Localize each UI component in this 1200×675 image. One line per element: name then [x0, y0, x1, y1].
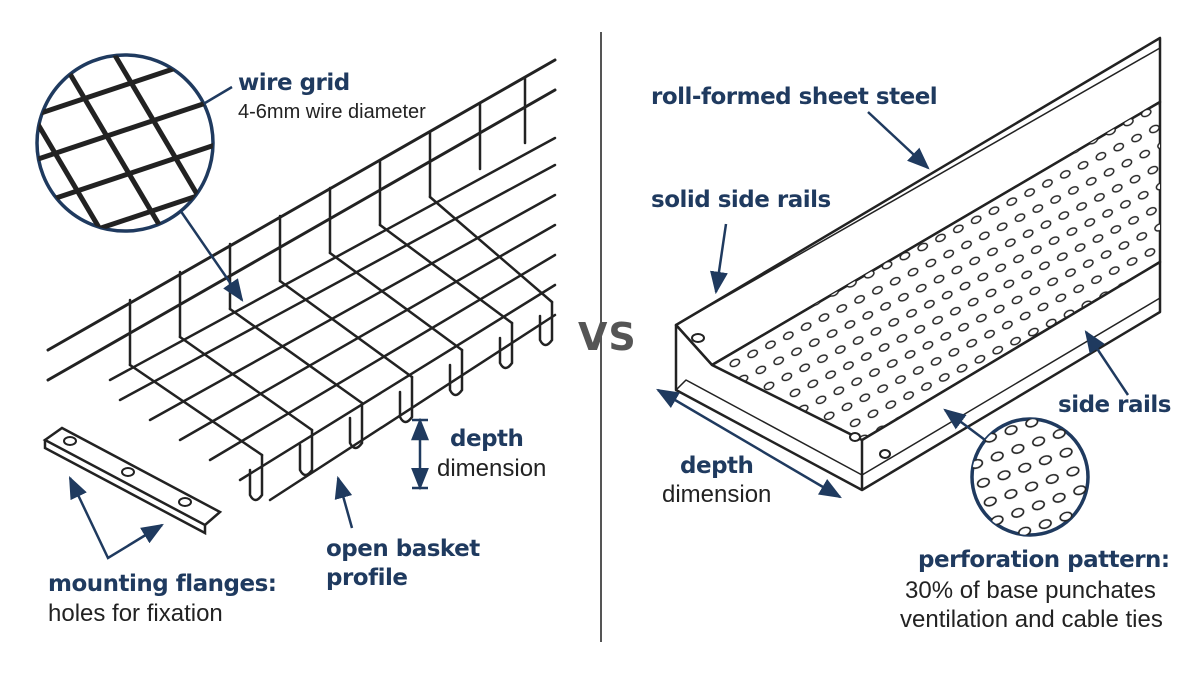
- left-leader-lines: [68, 209, 429, 560]
- wire-grid-detail: 4-6mm wire diameter: [238, 101, 426, 123]
- left-depth-title: depth: [450, 426, 524, 452]
- perforation-line2: ventilation and cable ties: [900, 606, 1163, 633]
- perforation-magnifier: [970, 417, 1090, 537]
- open-basket-line1: open basket: [326, 536, 480, 562]
- perforation-line1: 30% of base punchates: [905, 577, 1156, 604]
- wire-grid-title: wire grid: [238, 70, 350, 96]
- solid-side-rails-title: solid side rails: [651, 187, 831, 213]
- perforation-title: perforation pattern:: [918, 547, 1170, 573]
- left-depth-detail: dimension: [437, 455, 547, 482]
- vs-label: VS: [578, 315, 637, 359]
- perforated-sheet-tray: [674, 36, 1162, 492]
- right-depth-title: depth: [680, 453, 754, 479]
- open-basket-line2: profile: [326, 565, 408, 591]
- mounting-flanges-detail: holes for fixation: [48, 600, 223, 627]
- right-leader-lines: [656, 111, 1130, 499]
- mounting-flanges-title: mounting flanges:: [48, 571, 277, 597]
- side-rails-title: side rails: [1058, 392, 1171, 418]
- roll-formed-title: roll-formed sheet steel: [651, 84, 938, 110]
- wire-grid-magnifier: [35, 53, 233, 233]
- right-depth-detail: dimension: [662, 481, 772, 508]
